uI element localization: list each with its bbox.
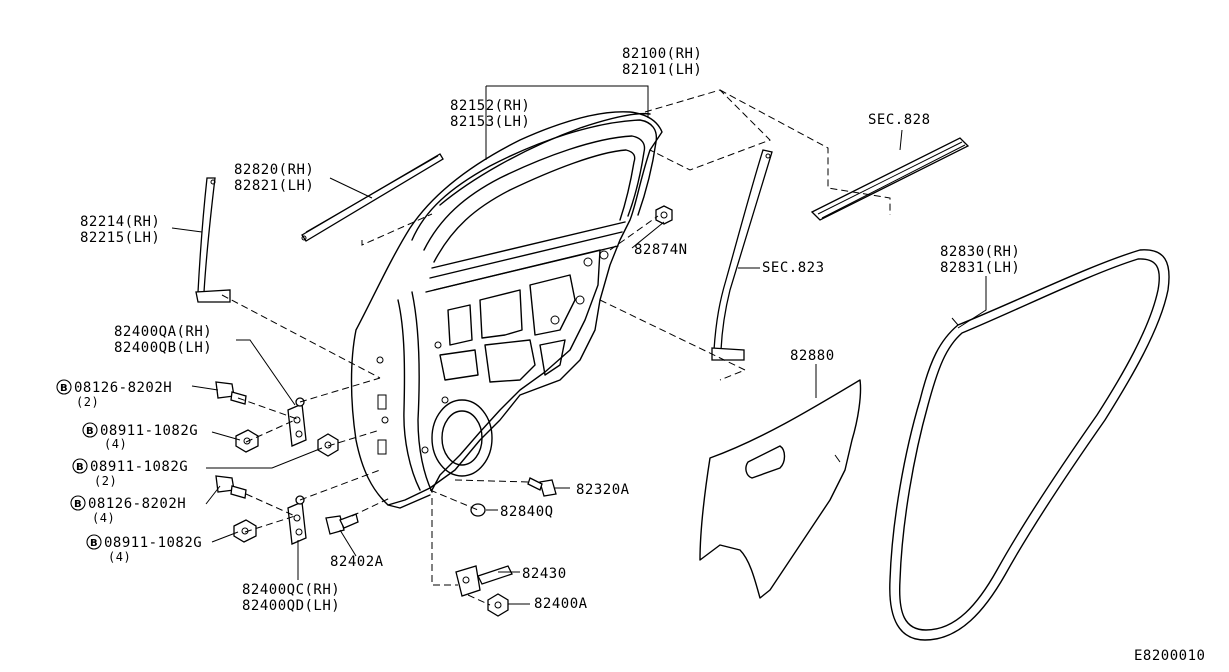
hinge-nut-lower: [233, 519, 257, 543]
fastener-qty: (2): [76, 395, 99, 409]
label-rear-sash: 82214(RH) 82215(LH): [80, 214, 160, 246]
fastener-part-number: 08911-1082G: [100, 423, 198, 439]
front-sash: [711, 149, 773, 361]
fastener-part-number: 08126-8202H: [74, 380, 172, 396]
bolt-82320a: [527, 477, 557, 497]
label-door-panel-rh: 82100(RH): [622, 46, 702, 62]
plug-82840q: [470, 503, 486, 517]
fastener-qty: (4): [108, 550, 131, 564]
badge-letter: B: [74, 499, 82, 510]
hinge-bolt-lower: [215, 475, 247, 499]
label-rear-sash-rh: 82214(RH): [80, 214, 160, 230]
label-check-link: 82430: [522, 566, 567, 582]
label-sec823: SEC.823: [762, 260, 825, 276]
diagram-code: E8200010: [1134, 648, 1205, 664]
label-sash-seal-lh: 82153(LH): [450, 114, 530, 130]
badge-letter: B: [86, 426, 94, 437]
badge-letter: B: [76, 462, 84, 473]
label-weatherstrip-lh: 82831(LH): [940, 260, 1020, 276]
b-badge-icon: [56, 379, 72, 395]
bolt-82402a: [325, 513, 359, 535]
fastener-part-number: 08126-8202H: [88, 496, 186, 512]
fastener-qty: (4): [92, 511, 115, 525]
label-door-panel: 82100(RH) 82101(LH): [622, 46, 702, 78]
fastener-qty: (2): [94, 474, 117, 488]
upper-hinge: [287, 397, 307, 447]
label-hinge-lower-rh: 82400QC(RH): [242, 582, 340, 598]
rear-sash: [195, 177, 231, 303]
fastener-part-number: 08911-1082G: [104, 535, 202, 551]
rear-door-panel: [350, 111, 663, 509]
label-hinge-lower: 82400QC(RH) 82400QD(LH): [242, 582, 340, 614]
hinge-nut-upper-right: [317, 433, 339, 457]
b-badge-icon: [72, 458, 88, 474]
sealing-screen: [699, 379, 862, 599]
hinge-bolt-upper: [215, 381, 247, 405]
fastener-part-number: 08911-1082G: [90, 459, 188, 475]
b-badge-icon: [82, 422, 98, 438]
lower-hinge: [287, 495, 307, 545]
label-door-panel-lh: 82101(LH): [622, 62, 702, 78]
fastener-callout-1: B 08126-8202H (2): [56, 379, 172, 409]
label-outer-moulding-lh: 82821(LH): [234, 178, 314, 194]
sec828-strip: [810, 137, 970, 221]
leader-lines: [171, 85, 987, 605]
label-outer-moulding: 82820(RH) 82821(LH): [234, 162, 314, 194]
label-hinge-upper-lh: 82400QB(LH): [114, 340, 212, 356]
label-hinge-upper: 82400QA(RH) 82400QB(LH): [114, 324, 212, 356]
label-bolt-82320a: 82320A: [576, 482, 630, 498]
sash-seal: [439, 112, 651, 206]
hinge-nut-upper-left: [235, 429, 259, 453]
label-rear-sash-lh: 82215(LH): [80, 230, 160, 246]
door-weatherstrip: [889, 249, 1170, 641]
label-plug-82840q: 82840Q: [500, 504, 554, 520]
label-hinge-lower-lh: 82400QD(LH): [242, 598, 340, 614]
fastener-callout-4: B 08126-8202H (4): [70, 495, 186, 525]
badge-letter: B: [90, 538, 98, 549]
bolt-82400a: [487, 593, 509, 617]
clip-82874n: [655, 205, 673, 225]
label-sealing-screen: 82880: [790, 348, 835, 364]
fastener-callout-2: B 08911-1082G (4): [82, 422, 198, 451]
label-outer-moulding-rh: 82820(RH): [234, 162, 314, 178]
badge-letter: B: [60, 383, 68, 394]
fastener-callout-5: B 08911-1082G (4): [86, 534, 202, 564]
label-clip-82874n: 82874N: [634, 242, 688, 258]
label-sash-seal: 82152(RH) 82153(LH): [450, 98, 530, 130]
fastener-qty: (4): [104, 437, 127, 451]
check-link-82430: [455, 565, 513, 597]
outer-moulding: [301, 153, 444, 242]
label-bolt-82402a: 82402A: [330, 554, 384, 570]
label-weatherstrip: 82830(RH) 82831(LH): [940, 244, 1020, 276]
label-bolt-82400a: 82400A: [534, 596, 588, 612]
label-hinge-upper-rh: 82400QA(RH): [114, 324, 212, 340]
fastener-callout-3: B 08911-1082G (2): [72, 458, 188, 488]
b-badge-icon: [86, 534, 102, 550]
b-badge-icon: [70, 495, 86, 511]
label-weatherstrip-rh: 82830(RH): [940, 244, 1020, 260]
assembly-lines: [221, 89, 891, 606]
label-sec828: SEC.828: [868, 112, 931, 128]
label-sash-seal-rh: 82152(RH): [450, 98, 530, 114]
